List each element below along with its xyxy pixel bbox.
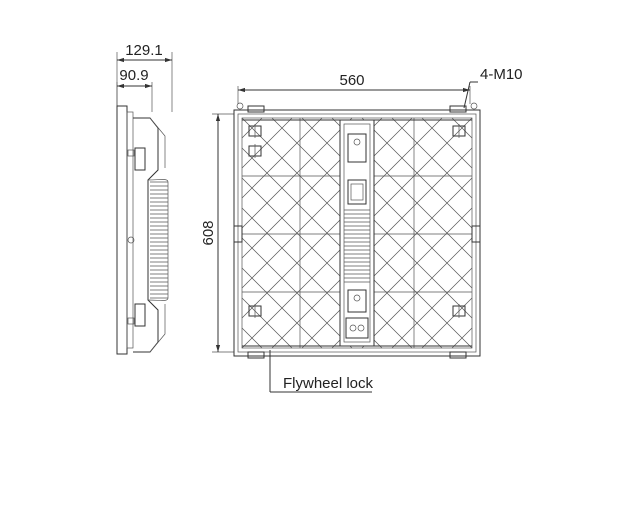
body-depth-dimension: 90.9 <box>116 67 153 112</box>
flywheel-lock-callout: Flywheel lock <box>269 350 374 393</box>
width-dimension: 560 <box>237 72 471 104</box>
body-depth-label: 90.9 <box>119 67 148 84</box>
center-spine <box>339 119 375 347</box>
height-label: 608 <box>200 220 217 245</box>
front-view: 560 4-M10 608 <box>200 66 523 393</box>
corner-locks <box>248 124 466 318</box>
heatsink-fins <box>147 179 169 301</box>
edge-latches <box>233 102 481 359</box>
flywheel-lock-label: Flywheel lock <box>283 375 374 392</box>
width-label: 560 <box>339 72 364 89</box>
overall-depth-label: 129.1 <box>125 42 163 59</box>
side-profile <box>116 105 169 355</box>
mount-thread-label: 4-M10 <box>480 66 523 83</box>
mount-thread-callout: 4-M10 <box>463 66 523 109</box>
height-dimension: 608 <box>200 113 234 353</box>
side-view: 129.1 90.9 <box>116 42 173 355</box>
